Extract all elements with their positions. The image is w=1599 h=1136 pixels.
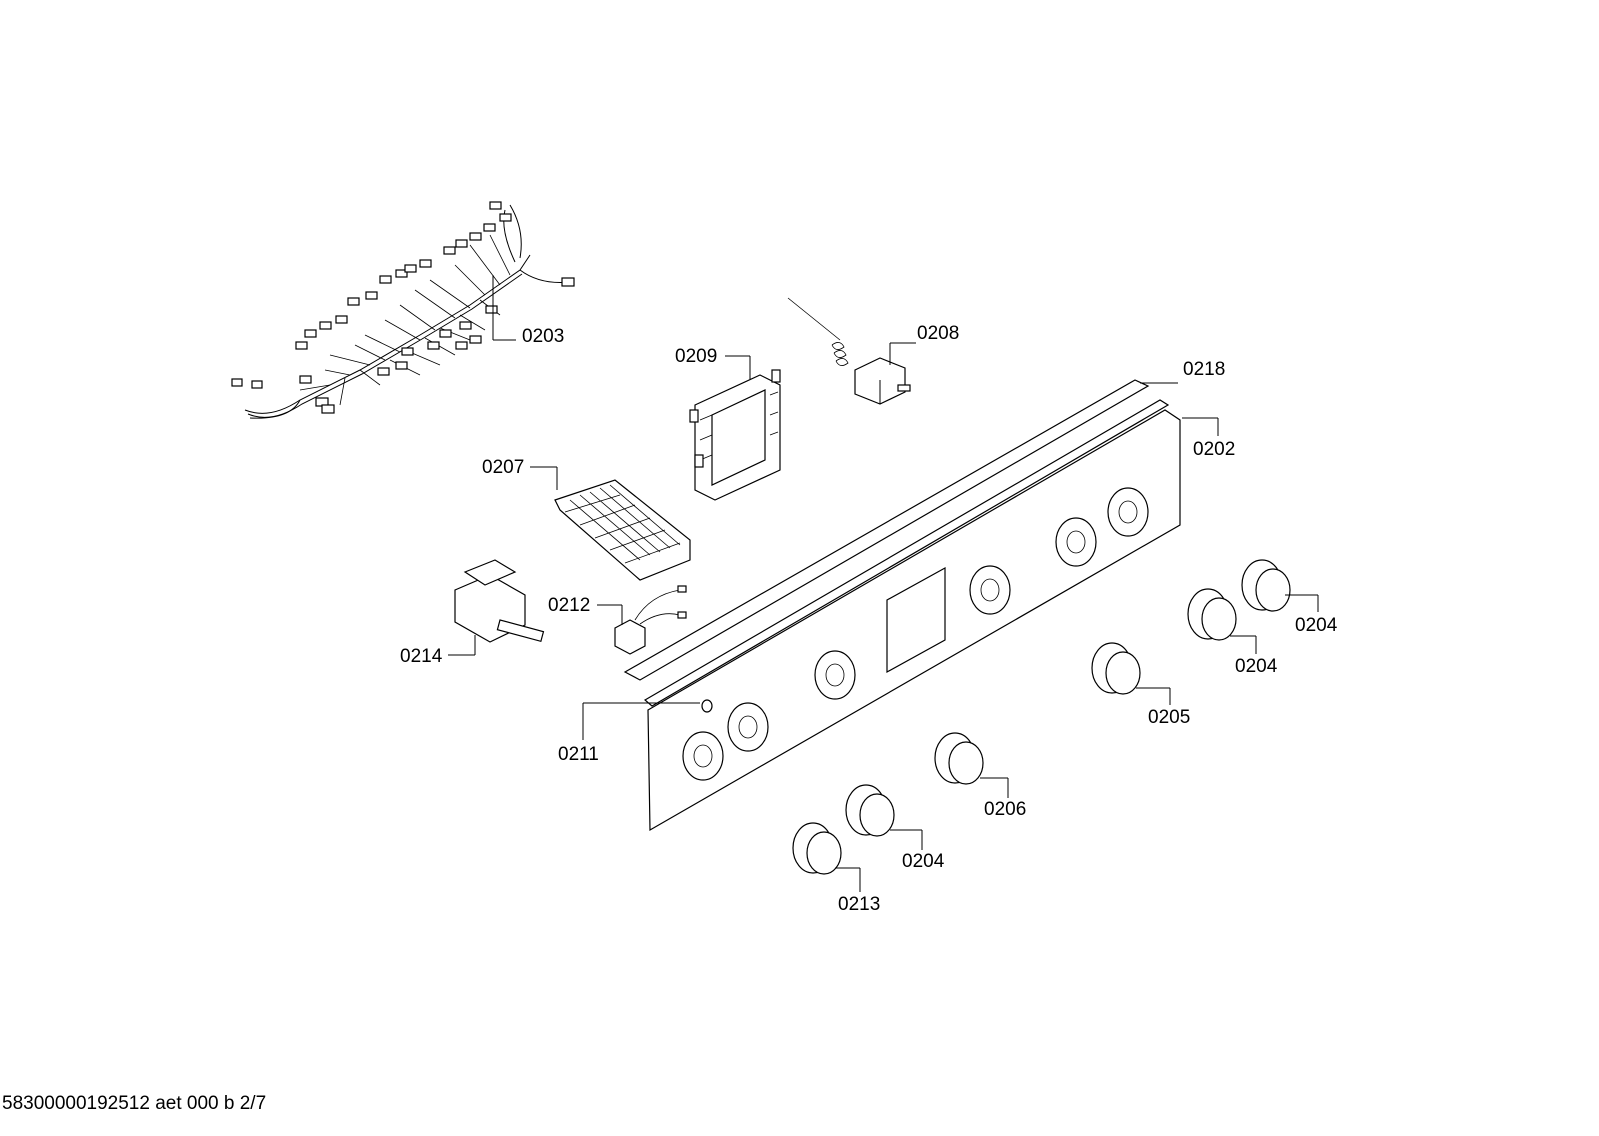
knob-0204a[interactable]	[1241, 559, 1319, 612]
document-reference: 58300000192512 aet 000 b 2/7	[2, 1093, 267, 1114]
label-0207[interactable]: 0207	[482, 457, 525, 478]
wiring-harness[interactable]	[231, 201, 575, 419]
knob-0213[interactable]	[792, 822, 861, 892]
label-0208[interactable]: 0208	[917, 323, 960, 344]
trim-strip[interactable]	[623, 379, 1178, 681]
leader-0211	[582, 702, 700, 740]
label-0206[interactable]: 0206	[984, 799, 1027, 820]
knob-0204c[interactable]	[845, 784, 923, 850]
terminal-block[interactable]	[530, 466, 691, 581]
label-0204-c[interactable]: 0204	[902, 851, 945, 872]
thermostat[interactable]	[787, 297, 916, 405]
label-0209[interactable]: 0209	[675, 346, 718, 367]
knob-0204b[interactable]	[1187, 588, 1257, 654]
clock-module[interactable]	[689, 355, 781, 501]
knob-openings	[682, 487, 1149, 781]
selector-switch[interactable]	[448, 559, 545, 656]
label-0204-a[interactable]: 0204	[1295, 615, 1338, 636]
label-0213[interactable]: 0213	[838, 894, 881, 915]
label-0204-b[interactable]: 0204	[1235, 656, 1278, 677]
label-0203[interactable]: 0203	[522, 326, 565, 347]
label-0202[interactable]: 0202	[1193, 439, 1236, 460]
knob-0206[interactable]	[934, 732, 1009, 798]
label-0205[interactable]: 0205	[1148, 707, 1191, 728]
label-0214[interactable]: 0214	[400, 646, 443, 667]
label-0218[interactable]: 0218	[1183, 359, 1226, 380]
knob-0205[interactable]	[1091, 642, 1171, 705]
label-0211[interactable]: 0211	[558, 744, 599, 765]
control-panel[interactable]	[643, 399, 1219, 832]
door-switch[interactable]	[597, 585, 687, 655]
label-0212[interactable]: 0212	[548, 595, 591, 616]
